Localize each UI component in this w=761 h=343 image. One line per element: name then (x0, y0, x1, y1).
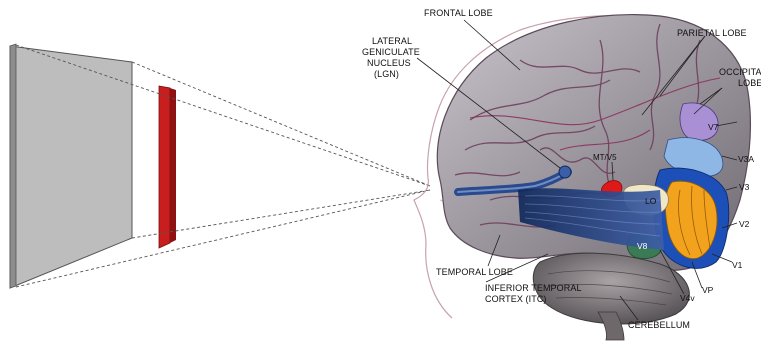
label-lo: LO (645, 196, 657, 206)
label-lgn-line3: NUCLEUS (367, 58, 411, 68)
stimulus-screen (10, 44, 132, 288)
label-temporal-lobe: TEMPORAL LOBE (436, 267, 513, 277)
lgn-nucleus (559, 166, 571, 178)
label-lgn-line4: (LGN) (374, 69, 399, 79)
label-v1: V1 (732, 260, 743, 270)
label-cerebellum: CEREBELLUM (628, 320, 690, 330)
label-mt-v5: MT/V5 (593, 153, 617, 162)
label-itc-line2: CORTEX (ITC) (485, 294, 547, 304)
label-itc-line1: INFERIOR TEMPORAL (485, 283, 582, 293)
label-parietal-lobe: PARIETAL LOBE (677, 28, 747, 38)
label-v8: V8 (637, 241, 648, 251)
label-vp: VP (702, 285, 714, 295)
stimulus-bar (159, 86, 176, 248)
label-lgn-line2: GENICULATE (362, 47, 420, 57)
label-v3: V3 (739, 182, 750, 192)
label-v4v: V4v (680, 293, 695, 303)
label-occipital-line2: LOBE (738, 78, 761, 88)
label-lgn-line1: LATERAL (372, 36, 412, 46)
label-v3a: V3A (738, 154, 754, 164)
label-frontal-lobe: FRONTAL LOBE (424, 8, 493, 18)
label-v2: V2 (739, 219, 750, 229)
label-v7: V7 (708, 122, 719, 132)
